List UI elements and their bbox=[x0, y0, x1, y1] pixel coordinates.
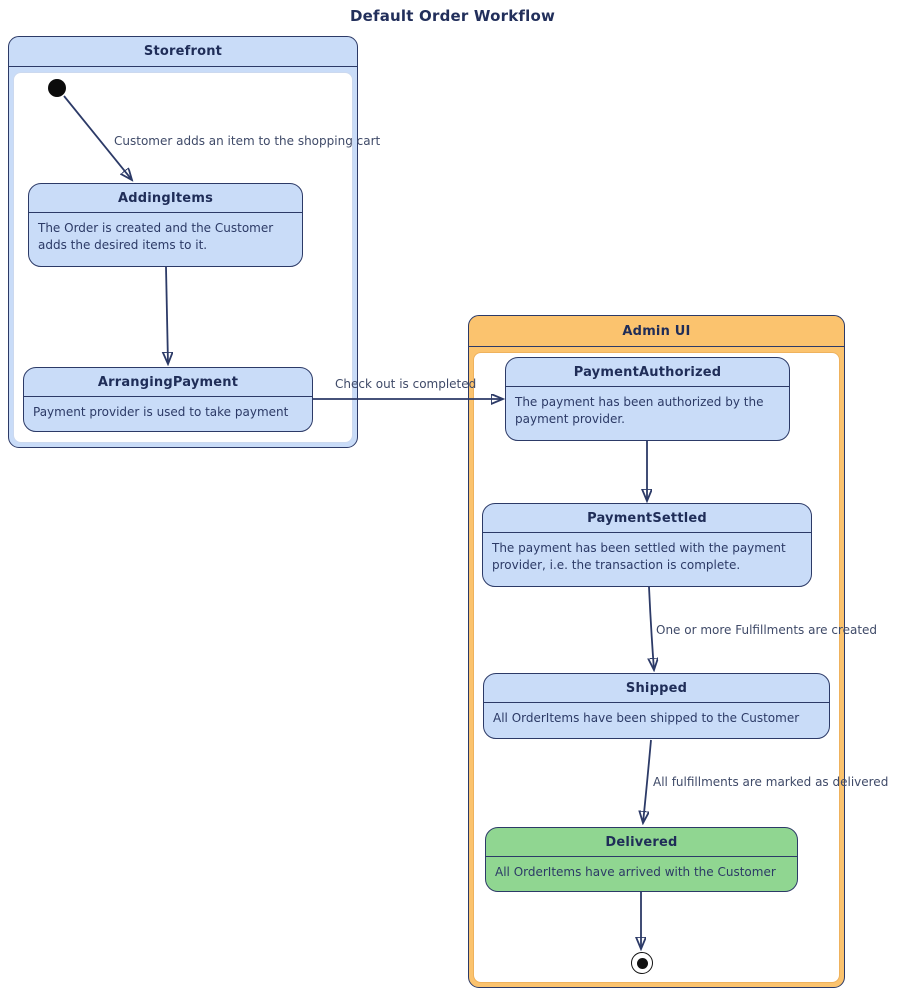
admin-ui-header-label: Admin UI bbox=[622, 323, 691, 339]
storefront-header: Storefront bbox=[9, 37, 357, 67]
state-adding-items: AddingItems The Order is created and the… bbox=[28, 183, 303, 267]
transition-label-checkout: Check out is completed bbox=[335, 377, 477, 391]
state-payment-authorized: PaymentAuthorized The payment has been a… bbox=[505, 357, 790, 441]
state-delivered: Delivered All OrderItems have arrived wi… bbox=[485, 827, 798, 892]
final-state-inner-dot bbox=[636, 957, 648, 969]
state-arranging-payment: ArrangingPayment Payment provider is use… bbox=[23, 367, 313, 432]
transition-label-marked-delivered: All fulfillments are marked as delivered bbox=[653, 775, 889, 789]
state-adding-items-description: The Order is created and the Customer ad… bbox=[38, 221, 274, 252]
state-delivered-name: Delivered bbox=[486, 828, 797, 857]
transition-label-add-item: Customer adds an item to the shopping ca… bbox=[114, 134, 381, 148]
state-adding-items-name: AddingItems bbox=[29, 184, 302, 213]
initial-state-icon bbox=[48, 79, 66, 97]
state-delivered-description: All OrderItems have arrived with the Cus… bbox=[495, 865, 776, 879]
state-shipped: Shipped All OrderItems have been shipped… bbox=[483, 673, 830, 739]
state-payment-settled-description: The payment has been settled with the pa… bbox=[492, 541, 786, 572]
admin-ui-header: Admin UI bbox=[469, 316, 844, 347]
diagram-title: Default Order Workflow bbox=[349, 7, 556, 25]
final-state-icon bbox=[631, 952, 653, 974]
storefront-header-label: Storefront bbox=[143, 44, 223, 59]
state-shipped-name: Shipped bbox=[484, 674, 829, 703]
state-payment-authorized-description: The payment has been authorized by the p… bbox=[515, 395, 764, 426]
state-payment-settled: PaymentSettled The payment has been sett… bbox=[482, 503, 812, 587]
transition-label-fulfillments-created: One or more Fulfillments are created bbox=[656, 623, 878, 637]
state-shipped-description: All OrderItems have been shipped to the … bbox=[493, 711, 800, 725]
state-payment-authorized-name: PaymentAuthorized bbox=[506, 358, 789, 387]
state-arranging-payment-description: Payment provider is used to take payment bbox=[33, 405, 289, 419]
state-payment-settled-name: PaymentSettled bbox=[483, 504, 811, 533]
state-arranging-payment-name: ArrangingPayment bbox=[24, 368, 312, 397]
